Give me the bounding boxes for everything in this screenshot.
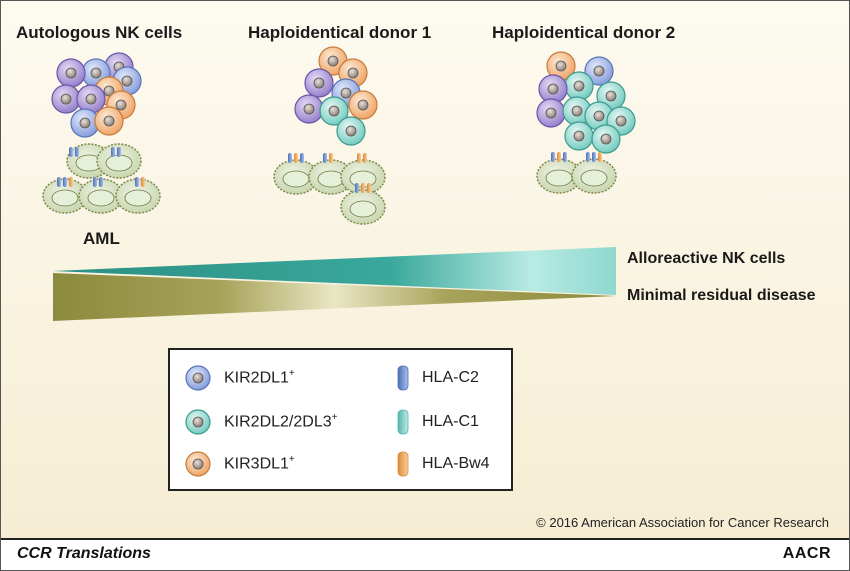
nk-cell-kir2dl1 — [304, 68, 334, 98]
legend-label-kir2dl2-2dl3: KIR2DL2/2DL3+ — [224, 412, 338, 431]
nk-cell-kir2dl1 — [70, 108, 100, 138]
nk-cell-kir2dl1 — [294, 94, 324, 124]
nk-cell-kir2dl2-2dl3 — [319, 96, 349, 126]
nk-cell-kir2dl2-2dl3 — [564, 71, 594, 101]
nk-cell-kir2dl1 — [536, 98, 566, 128]
nk-cell-cluster-donor-2 — [536, 51, 636, 154]
legend-label-kir2dl1: KIR2DL1+ — [224, 368, 295, 387]
kir3dl1-cell-icon — [185, 451, 211, 477]
hla-bw4-receptor-icon — [397, 451, 409, 477]
copyright-notice: © 2016 American Association for Cancer R… — [536, 515, 829, 530]
legend-item-kir2dl2-2dl3: KIR2DL2/2DL3+ — [184, 408, 337, 436]
legend-label-hla-c1: HLA-C1 — [422, 413, 479, 430]
aml-cell — [571, 158, 617, 194]
aml-cell — [42, 178, 88, 214]
minimal-residual-disease-label: Minimal residual disease — [627, 287, 816, 304]
panel-title-autologous: Autologous NK cells — [16, 23, 183, 42]
hla-receptor-group — [288, 153, 371, 193]
aml-cell-cluster-donor-1 — [273, 153, 386, 225]
hla-c1-receptor-icon — [397, 409, 409, 435]
legend-item-hla-c1: HLA-C1 — [396, 409, 479, 435]
legend-box: KIR2DL1+ KIR2DL2/2DL3+ KIR3DL1+ HLA-C2 H… — [168, 348, 513, 491]
hla-receptor-group — [551, 152, 602, 162]
panel-title-donor-1: Haploidentical donor 1 — [248, 23, 432, 42]
aml-label: AML — [83, 229, 120, 248]
panel-title-donor-2: Haploidentical donor 2 — [492, 23, 676, 42]
alloreactive-nk-wedge — [53, 247, 616, 295]
aml-cell — [340, 189, 386, 225]
aml-cell — [308, 159, 354, 195]
nk-cell-kir2dl2-2dl3 — [336, 116, 366, 146]
nk-cell-kir2dl1 — [51, 84, 81, 114]
aml-cell-cluster-donor-2 — [536, 152, 617, 194]
aacr-logo: AACR — [782, 545, 831, 562]
legend-item-hla-c2: HLA-C2 — [396, 365, 479, 391]
nk-cell-kir2dl2-2dl3 — [584, 101, 614, 131]
hla-c2-receptor-icon — [397, 365, 409, 391]
legend-label-kir3dl1: KIR3DL1+ — [224, 454, 295, 473]
alloreactive-nk-label: Alloreactive NK cells — [627, 250, 786, 267]
kir2dl1-cell-icon — [185, 365, 211, 391]
nk-cell-cluster-autologous — [51, 52, 142, 138]
nk-cell-kir2dl1 — [584, 56, 614, 86]
nk-cell-kir2dl1 — [56, 58, 86, 88]
aml-cell — [115, 178, 161, 214]
legend-label-hla-bw4: HLA-Bw4 — [422, 455, 490, 472]
nk-cell-kir2dl2-2dl3 — [591, 124, 621, 154]
aml-cell-cluster-autologous — [42, 143, 161, 214]
kir2dl2-2dl3-cell-icon — [185, 409, 211, 435]
nk-cell-kir3dl1 — [348, 90, 378, 120]
nk-cell-kir2dl2-2dl3 — [564, 121, 594, 151]
journal-name: CCR Translations — [17, 545, 151, 562]
nk-cell-kir3dl1 — [546, 51, 576, 81]
legend-item-hla-bw4: HLA-Bw4 — [396, 451, 490, 477]
nk-cell-kir2dl1 — [76, 84, 106, 114]
nk-cell-cluster-donor-1 — [294, 46, 378, 146]
nk-cell-kir3dl1 — [94, 106, 124, 136]
hla-receptor-group — [57, 147, 145, 187]
footer-bar: CCR Translations AACR — [1, 538, 849, 570]
legend-item-kir3dl1: KIR3DL1+ — [184, 450, 295, 478]
aml-cell — [96, 143, 142, 179]
legend-item-kir2dl1: KIR2DL1+ — [184, 364, 295, 392]
aml-cell — [273, 159, 319, 195]
legend-label-hla-c2: HLA-C2 — [422, 369, 479, 386]
minimal-residual-disease-wedge — [53, 273, 616, 321]
